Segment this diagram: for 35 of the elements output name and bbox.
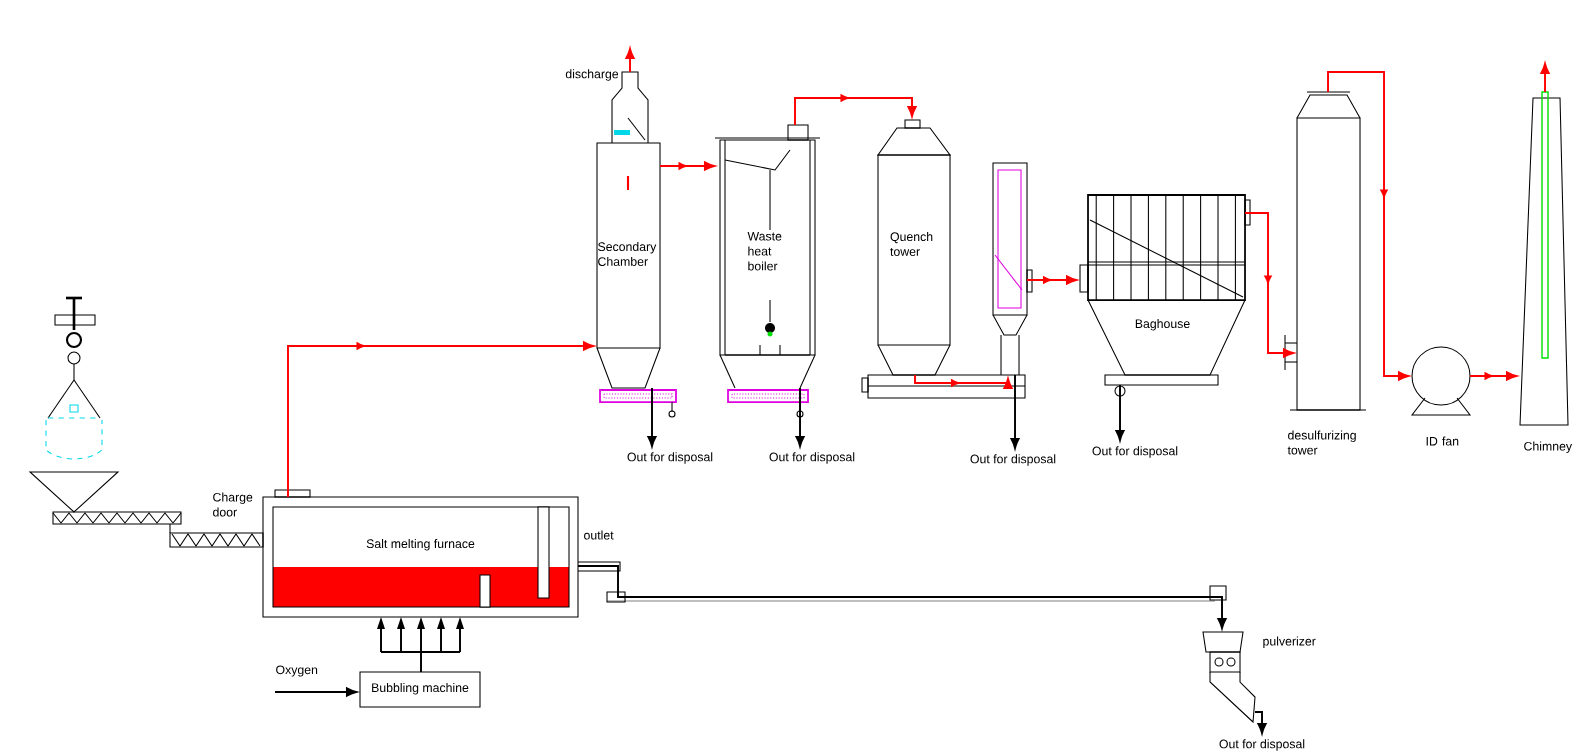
arrow [1010,374,1020,449]
part-label: outlet [584,530,614,540]
arrow [1254,711,1267,734]
arrow [287,341,594,498]
arrow [1244,212,1294,358]
arrow [914,374,1013,390]
arrow [1115,384,1125,441]
text-label: Out for disposal [970,454,1056,466]
arrow [1026,275,1077,285]
arrow [625,48,635,73]
cyclone-drawing [992,162,1033,376]
arrow [1540,63,1550,93]
arrow [647,387,657,447]
equipment-label: desulfurizing tower [1287,430,1356,455]
equipment-label: Chimney [1524,441,1573,453]
text-label: Out for disposal [1219,739,1305,751]
equipment-label: pulverizer [1263,636,1316,648]
arrow [794,94,917,126]
arrow [274,687,357,697]
part-label: Oxygen [276,665,318,677]
text-label: Out for disposal [1092,446,1178,458]
arrow [577,565,1227,629]
baghouse-drawing: Baghouse [1079,194,1251,397]
text-label: Out for disposal [627,452,713,464]
arrow [1469,371,1517,381]
arrow [795,387,805,447]
text-label: Out for disposal [769,452,855,464]
equipment-label: ID fan [1426,436,1459,446]
process-box: Bubbling machine [359,671,481,708]
quench-tower-drawing: Quench tower [877,119,952,376]
arrow [377,617,464,673]
boiler-drawing: Waste heat boiler [714,124,821,418]
part-label: Charge door [213,492,253,517]
node-label: Baghouse [1135,319,1190,331]
arrow [659,161,715,171]
